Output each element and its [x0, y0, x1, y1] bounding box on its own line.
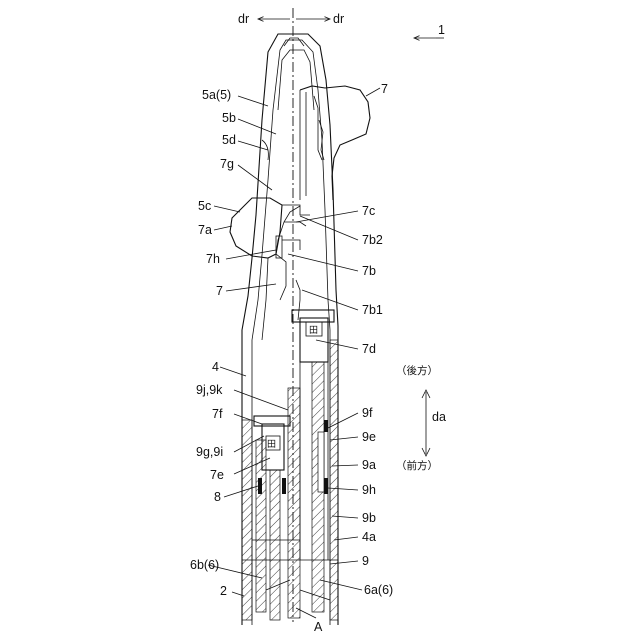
lever-knob-7-top [300, 86, 370, 200]
label-6b6: 6b(6) [190, 558, 219, 572]
label-7g: 7g [220, 157, 234, 171]
hatch-left-outer [242, 420, 252, 620]
top-notch [284, 38, 304, 46]
spring-9h [324, 478, 328, 494]
label-7f: 7f [212, 407, 223, 421]
label-6a6: 6a(6) [364, 583, 393, 597]
label-7c: 7c [362, 204, 375, 218]
dr-right-label: dr [333, 12, 344, 26]
ref-1-label: 1 [438, 23, 445, 37]
label-9f: 9f [362, 406, 373, 420]
inner-bore-5b [278, 50, 314, 110]
label-7b: 7b [362, 264, 376, 278]
dir-front-label: （前方） [396, 459, 438, 472]
label-7b2: 7b2 [362, 233, 383, 247]
label-7e: 7e [210, 468, 224, 482]
label-9: 9 [362, 554, 369, 568]
label-2: 2 [220, 584, 227, 598]
label-4a: 4a [362, 530, 376, 544]
label-9a: 9a [362, 458, 376, 472]
label-7-top: 7 [381, 82, 388, 96]
dr-left-label: dr [238, 12, 249, 26]
label-9e: 9e [362, 430, 376, 444]
label-9j9k: 9j,9k [196, 383, 223, 397]
label-A: A [314, 620, 323, 634]
hatch-left-inner [256, 440, 266, 612]
label-5b: 5b [222, 111, 236, 125]
label-5d: 5d [222, 133, 236, 147]
lever-7-shaft [262, 258, 268, 340]
dir-back-label: （後方） [396, 364, 438, 377]
label-7-left: 7 [216, 284, 223, 298]
label-9b: 9b [362, 511, 376, 525]
label-7h: 7h [206, 252, 220, 266]
label-9g9i: 9g,9i [196, 445, 223, 459]
hatch-center-left [270, 470, 280, 620]
hatch-right-outer [330, 340, 338, 620]
label-7d: 7d [362, 342, 376, 356]
svg-text:田: 田 [309, 325, 318, 335]
label-8: 8 [214, 490, 221, 504]
spring-8 [258, 478, 262, 494]
svg-text:田: 田 [267, 439, 276, 449]
label-7b1: 7b1 [362, 303, 383, 317]
label-5c: 5c [198, 199, 211, 213]
da-label: da [432, 410, 446, 424]
label-4: 4 [212, 360, 219, 374]
label-5a5: 5a(5) [202, 88, 231, 102]
label-7a: 7a [198, 223, 212, 237]
label-9h: 9h [362, 483, 376, 497]
